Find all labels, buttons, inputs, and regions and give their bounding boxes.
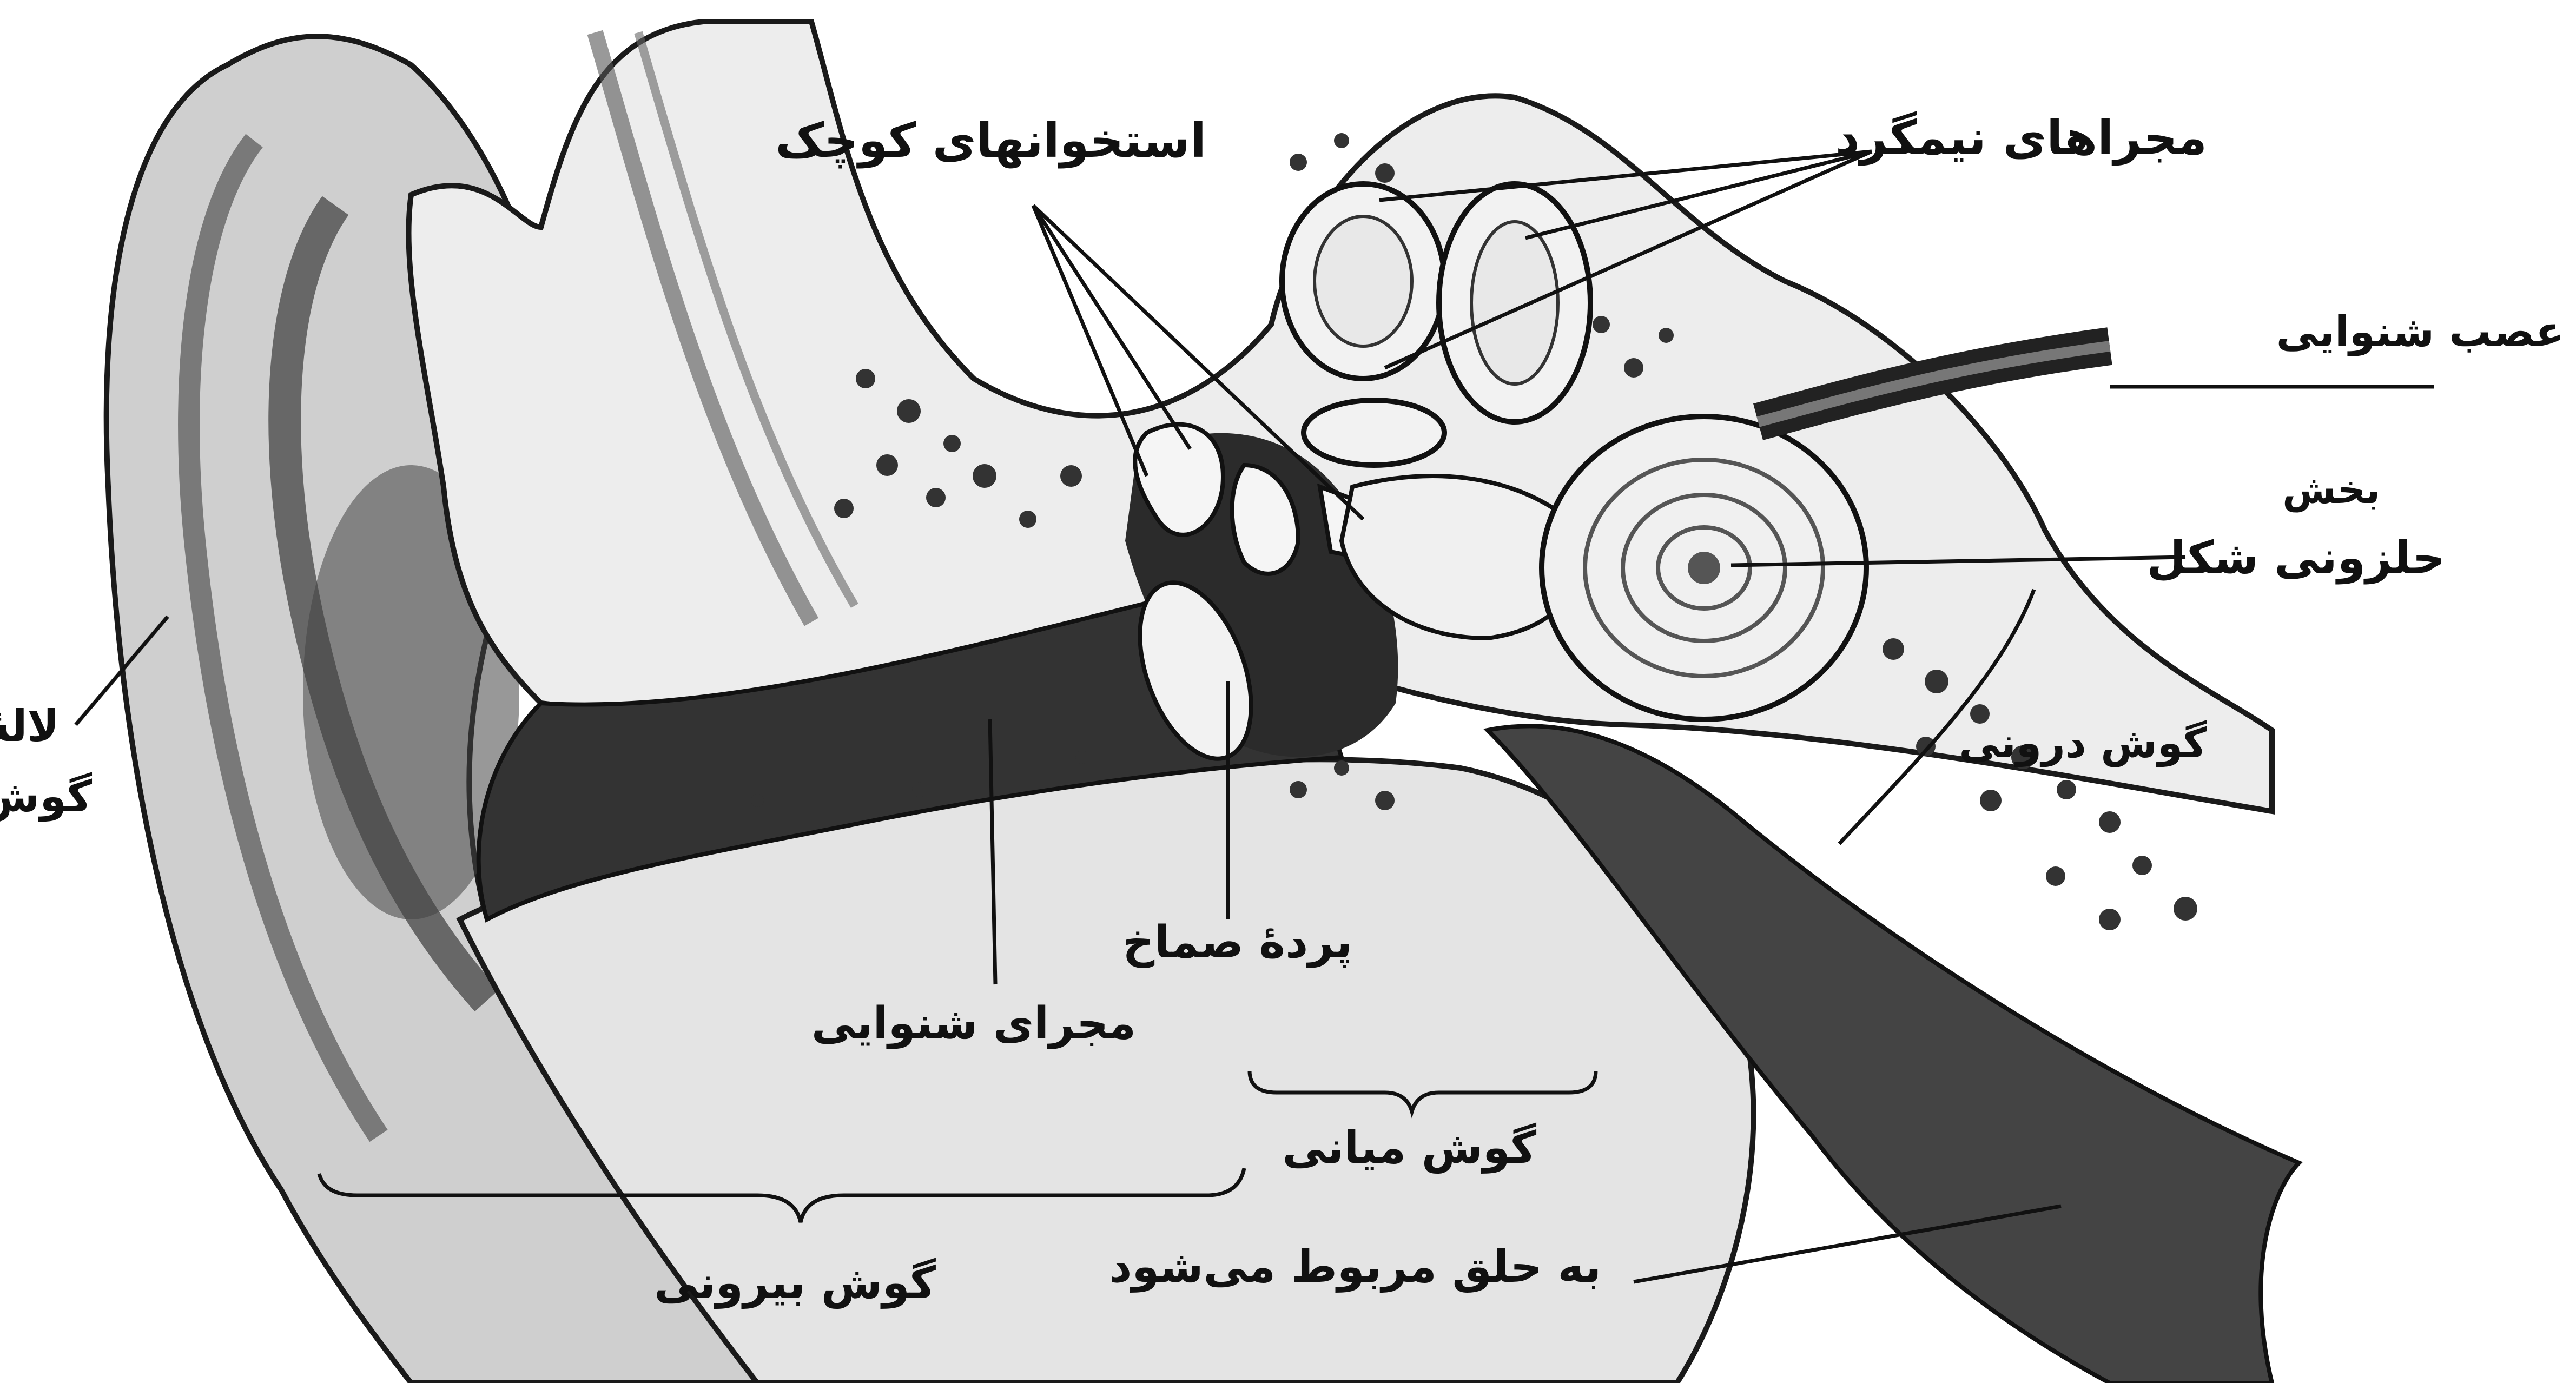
cochlea-shape bbox=[1542, 416, 1866, 719]
label-cochlea-line1: بخش bbox=[2282, 467, 2380, 512]
label-auditory-canal: مجرای شنوایی bbox=[811, 998, 1136, 1049]
label-outer-ear: گوش بیرونی bbox=[654, 1258, 936, 1309]
label-pinna-line1: لالهٔ bbox=[0, 701, 60, 751]
label-cochlea-line2: حلزونی شکل bbox=[2147, 531, 2446, 585]
label-to-throat: به حلق مربوط می‌شود bbox=[1109, 1241, 1601, 1293]
label-auditory-nerve: عصب شنوایی bbox=[2276, 308, 2564, 356]
label-small-ossicles: استخوانهای کوچک bbox=[775, 113, 1206, 169]
label-eardrum: پردهٔ صماخ bbox=[1122, 917, 1352, 968]
label-semicircular-canals: مجراهای نیمگرد bbox=[1835, 110, 2207, 166]
label-middle-ear: گوش میانی bbox=[1282, 1122, 1536, 1174]
label-inner-ear: گوش درونی bbox=[1959, 719, 2207, 767]
label-pinna-line2: گوش bbox=[0, 771, 92, 822]
